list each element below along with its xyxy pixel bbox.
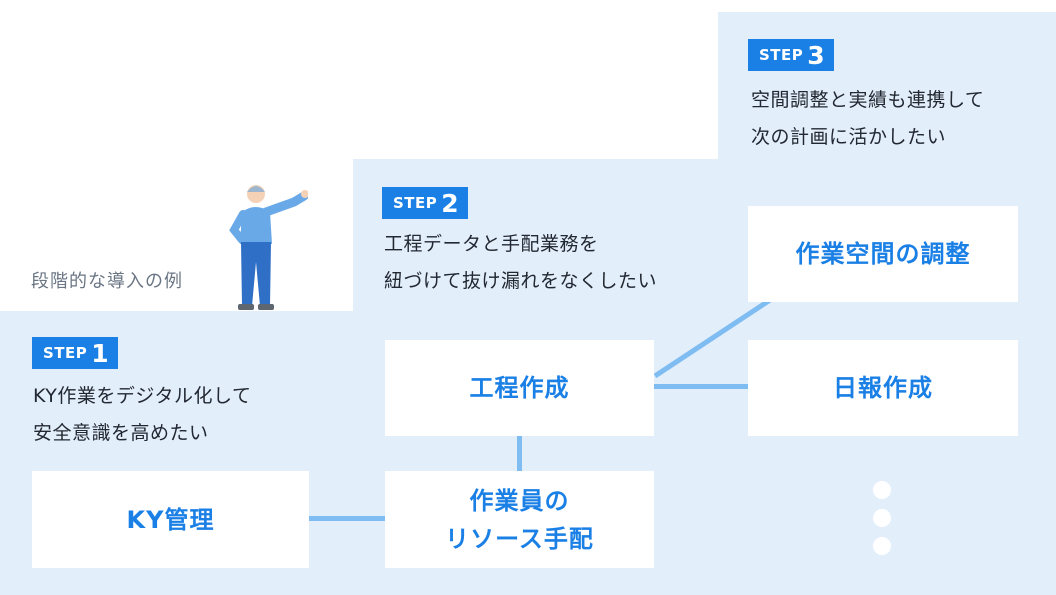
box-space-coordination-label: 作業空間の調整 <box>795 240 971 268</box>
step-2-line-1: 工程データと手配業務を <box>384 233 599 255</box>
step-1-badge-word: STEP <box>43 344 88 362</box>
step-1-line-1: KY作業をデジタル化して <box>33 385 252 407</box>
box-process-creation-label: 工程作成 <box>469 374 570 402</box>
step-3-badge-number: 3 <box>807 40 825 70</box>
step-3-line-2: 次の計画に活かしたい <box>751 126 947 148</box>
step-1-badge-number: 1 <box>91 338 109 368</box>
step-3-line-1: 空間調整と実績も連携して <box>751 89 985 111</box>
step-1-badge: STEP 1 <box>32 337 118 369</box>
step-2-badge: STEP 2 <box>382 187 468 219</box>
step-3-badge: STEP 3 <box>748 39 834 71</box>
box-process-creation: 工程作成 <box>385 340 654 436</box>
step-3-description: 空間調整と実績も連携して 次の計画に活かしたい <box>751 82 984 156</box>
connector-resource-process <box>517 436 522 471</box>
box-worker-resource: 作業員の リソース手配 <box>385 471 654 568</box>
intro-label: 段階的な導入の例 <box>31 271 183 292</box>
person-pointing-icon <box>229 185 308 310</box>
box-daily-report-label: 日報作成 <box>833 374 933 402</box>
connector-process-daily <box>654 384 748 389</box>
box-worker-resource-line-2: リソース手配 <box>445 524 594 553</box>
step-1-description: KY作業をデジタル化して 安全意識を高めたい <box>33 378 251 452</box>
box-worker-resource-line-1: 作業員の <box>469 486 570 515</box>
box-ky-management: KY管理 <box>32 471 309 568</box>
connector-ky-resource <box>309 516 385 521</box>
step-2-badge-number: 2 <box>441 188 459 218</box>
step-2-line-2: 紐づけて抜け漏れをなくしたい <box>384 270 658 292</box>
ellipsis-dot <box>873 509 891 527</box>
step-3-badge-word: STEP <box>759 46 804 64</box>
box-space-coordination: 作業空間の調整 <box>748 206 1018 302</box>
box-ky-management-label: KY管理 <box>126 505 215 534</box>
ellipsis-dot <box>873 481 891 499</box>
step-2-badge-word: STEP <box>393 194 438 212</box>
step-1-line-2: 安全意識を高めたい <box>33 422 209 444</box>
ellipsis-dot <box>873 537 891 555</box>
box-daily-report: 日報作成 <box>748 340 1018 436</box>
step-2-description: 工程データと手配業務を 紐づけて抜け漏れをなくしたい <box>384 226 657 300</box>
